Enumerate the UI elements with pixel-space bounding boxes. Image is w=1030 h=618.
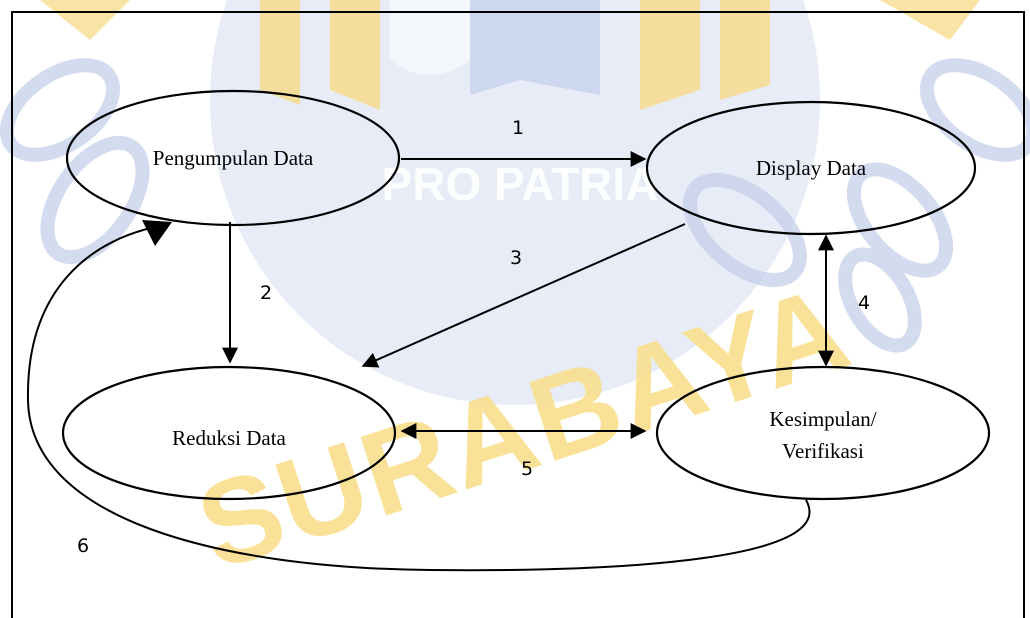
edge-1-arrow: 1 xyxy=(401,117,647,167)
edge-6-label: 6 xyxy=(77,535,89,557)
node-label-kesimpulan-line2: Verifikasi xyxy=(782,439,864,463)
node-display-data: Display Data xyxy=(645,100,977,236)
node-pengumpulan-data: Pengumpulan Data xyxy=(65,89,401,227)
edge-5-arrow: 5 xyxy=(400,423,647,480)
edge-2-label: 2 xyxy=(260,282,272,304)
edge-3-label: 3 xyxy=(510,247,522,269)
seal-petals xyxy=(0,58,1030,353)
node-label-kesimpulan-line1: Kesimpulan/ xyxy=(769,407,876,431)
node-reduksi-data: Reduksi Data xyxy=(61,365,397,501)
node-kesimpulan-verifikasi: Kesimpulan/ Verifikasi xyxy=(655,365,991,501)
node-label-pengumpulan: Pengumpulan Data xyxy=(153,146,314,170)
diagram-frame xyxy=(11,11,1025,618)
edge-2-arrow: 2 xyxy=(222,222,272,364)
seal-gate-icon xyxy=(260,0,770,110)
edge-3-arrow: 3 xyxy=(361,223,686,368)
watermark-text-pro-patria: PRO PATRIA xyxy=(382,158,659,210)
edge-1-label: 1 xyxy=(512,117,524,139)
edge-6-arrow: 6 xyxy=(26,220,811,572)
edge-4-label: 4 xyxy=(858,292,870,314)
edge-4-arrow: 4 xyxy=(818,234,870,367)
node-label-display: Display Data xyxy=(756,156,867,180)
node-label-reduksi: Reduksi Data xyxy=(172,426,286,450)
edge-6-arrowhead xyxy=(142,220,172,246)
edge-5-label: 5 xyxy=(521,458,533,480)
